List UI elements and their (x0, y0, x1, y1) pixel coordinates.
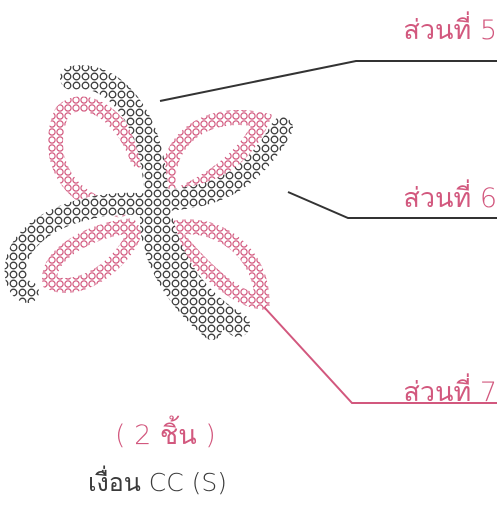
label-part-7: ส่วนที่ 7 (403, 370, 497, 413)
label-part-6: ส่วนที่ 6 (403, 176, 497, 219)
pink-loop-bottom-left (50, 226, 135, 285)
condition-label: เงื่อน CC (S) (88, 463, 227, 503)
leader-line-part5 (160, 61, 497, 101)
label-part-5: ส่วนที่ 5 (403, 8, 497, 51)
quantity-label: ( 2 ชิ้น ) (115, 413, 216, 456)
